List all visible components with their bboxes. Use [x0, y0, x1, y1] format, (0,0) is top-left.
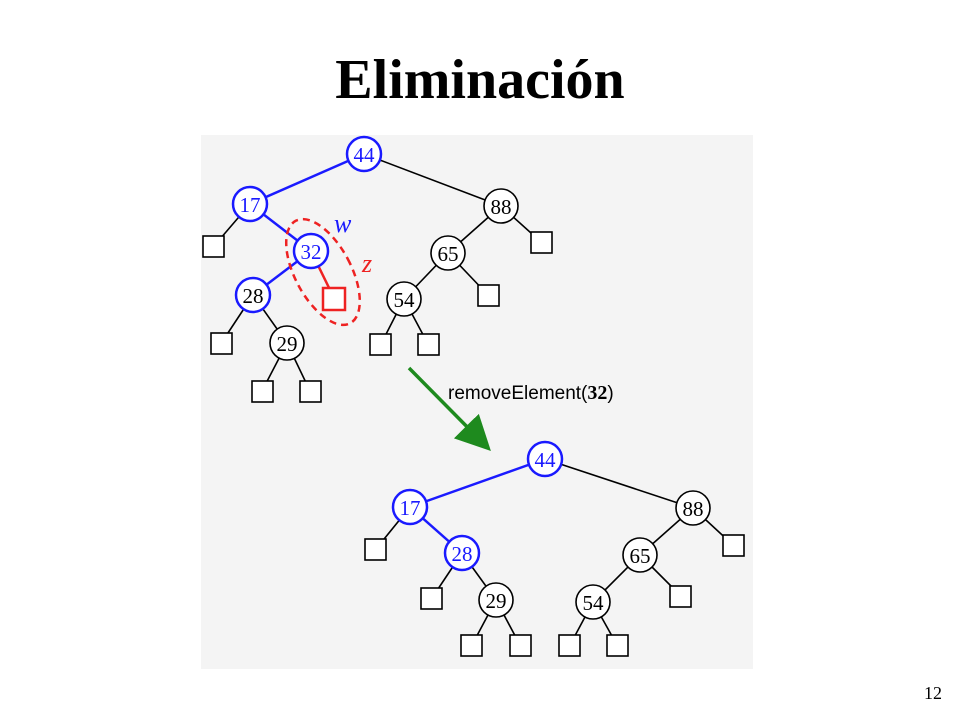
node-circle: [386, 281, 422, 317]
operation-close: ): [607, 383, 613, 404]
operation-label: removeElement(32): [448, 382, 614, 404]
node-17-label: 17: [240, 193, 261, 217]
leaf: [299, 380, 322, 403]
node-circle: [526, 440, 564, 478]
node-44-label: 44: [535, 448, 557, 472]
tree-before-leaves: [202, 231, 553, 403]
leaf: [460, 634, 483, 657]
node-circle: [430, 235, 466, 271]
leaf: [509, 634, 532, 657]
leaf: [606, 634, 629, 657]
tree-before-nodes: 44 17 88 32 65 28 54 29: [231, 135, 519, 361]
node-88-label: 88: [491, 195, 512, 219]
node-circle: [483, 188, 519, 224]
node-65-label: 65: [630, 544, 651, 568]
node-circle: [345, 135, 383, 173]
leaf: [722, 534, 745, 557]
removed-leaf-z: [321, 286, 347, 312]
node-32-label: 32: [301, 240, 322, 264]
leaf: [364, 538, 387, 561]
node-circle: [391, 488, 429, 526]
slide-title: Eliminación: [335, 49, 625, 111]
node-28-label: 28: [243, 284, 264, 308]
marker-w: w: [334, 209, 352, 238]
tree-after-nodes: 44 17 88 28 65 29 54: [391, 440, 711, 620]
leaf: [210, 332, 233, 355]
leaf: [369, 333, 392, 356]
leaf: [477, 284, 500, 307]
node-circle: [292, 232, 330, 270]
edge-44-17: [409, 457, 546, 509]
tree-after-edges: [375, 457, 734, 646]
removal-zone-ellipse: [284, 217, 362, 327]
node-29-label: 29: [486, 589, 507, 613]
node-circle: [675, 490, 711, 526]
operation-arg: 32: [587, 382, 607, 404]
node-circle: [443, 534, 481, 572]
node-54-label: 54: [394, 288, 416, 312]
leaf: [417, 333, 440, 356]
node-29-label: 29: [277, 332, 298, 356]
leaf: [530, 231, 553, 254]
green-arrow: [407, 366, 491, 451]
node-circle: [234, 276, 272, 314]
tree-before: 44 17 88 32 65 28 54 29 w z: [202, 135, 553, 403]
page-number: 12: [924, 683, 942, 703]
node-28-label: 28: [452, 542, 473, 566]
leaf: [202, 235, 225, 258]
leaf: [558, 634, 581, 657]
node-circle: [231, 185, 269, 223]
operation-arrow: removeElement(32): [407, 366, 614, 451]
leaf: [420, 587, 443, 610]
leaf: [251, 380, 274, 403]
node-circle: [575, 584, 611, 620]
node-circle: [269, 325, 305, 361]
edge-44-88: [544, 458, 694, 509]
node-circle: [478, 582, 514, 618]
edge-44-17: [249, 152, 365, 206]
node-65-label: 65: [438, 242, 459, 266]
node-44-label: 44: [354, 143, 376, 167]
operation-name: removeElement(: [448, 383, 588, 404]
tree-after: 44 17 88 28 65 29 54: [364, 440, 745, 657]
node-17-label: 17: [400, 496, 421, 520]
node-54-label: 54: [583, 591, 605, 615]
node-circle: [622, 537, 658, 573]
leaf: [669, 585, 692, 608]
marker-z: z: [361, 249, 372, 278]
tree-after-leaves: [364, 534, 745, 657]
node-88-label: 88: [683, 497, 704, 521]
edge-44-88: [363, 153, 502, 207]
